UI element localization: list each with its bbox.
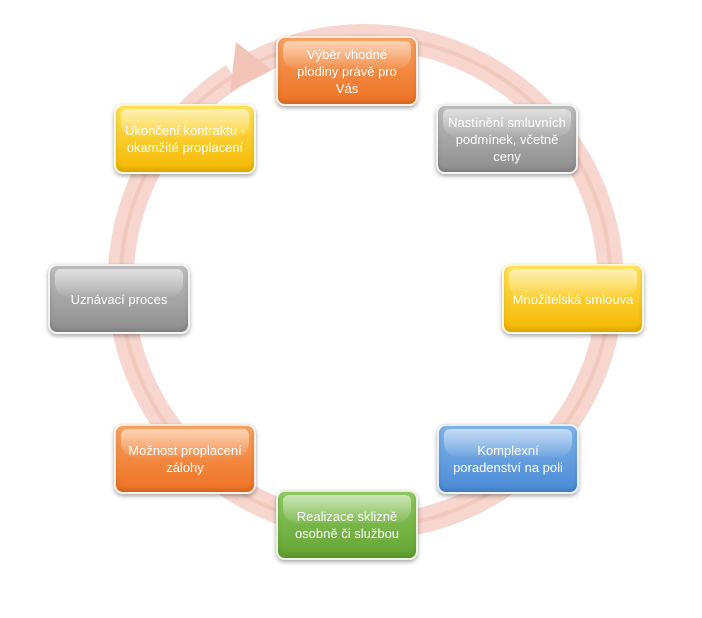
step-multiplication-contract: Množitelská smlouva — [502, 264, 644, 334]
step-field-consulting: Komplexní poradenství na poli — [437, 424, 579, 494]
step-contract-end: Ukončení kontraktu - okamžité proplacení — [114, 104, 256, 174]
ring-arrow-head — [230, 42, 272, 92]
step-advance-payment: Možnost proplacení zálohy — [114, 424, 256, 494]
step-label: Možnost proplacení zálohy — [128, 443, 242, 475]
step-label: Nastínění smluvních podmínek, včetně cen… — [448, 114, 566, 164]
step-label: Množitelská smlouva — [512, 291, 634, 307]
step-label: Realizace sklizně osobně či službou — [294, 509, 400, 541]
step-label: Výběr vhodné plodiny právě pro Vás — [297, 46, 397, 96]
step-harvest: Realizace sklizně osobně či službou — [276, 490, 418, 560]
step-label: Komplexní poradenství na poli — [453, 443, 563, 475]
step-label: Ukončení kontraktu - okamžité proplacení — [125, 123, 245, 155]
step-certification: Uznávací proces — [48, 264, 190, 334]
step-label: Uznávací proces — [70, 291, 168, 307]
step-contract-terms: Nastínění smluvních podmínek, včetně cen… — [436, 104, 578, 174]
step-select-crop: Výběr vhodné plodiny právě pro Vás — [276, 36, 418, 106]
